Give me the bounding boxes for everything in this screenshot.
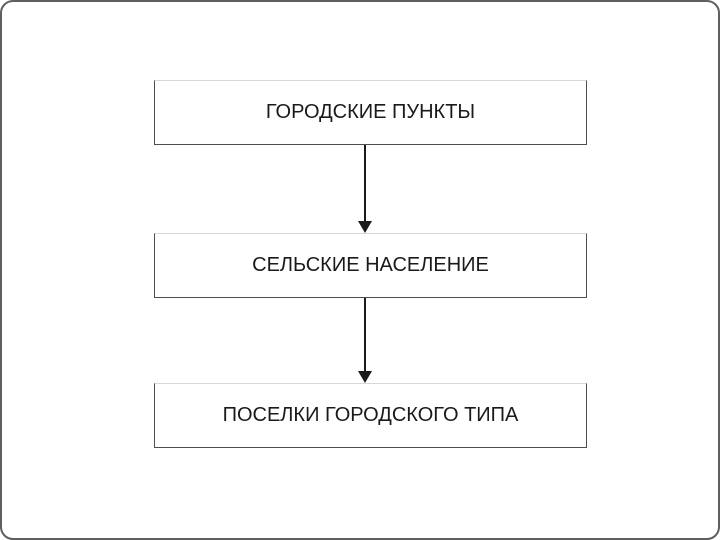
connector-arrow-2 [358, 298, 372, 383]
flow-node-rural-population: СЕЛЬСКИЕ НАСЕЛЕНИЕ [154, 233, 587, 298]
arrow-down-icon [358, 221, 372, 233]
arrow-down-icon [358, 371, 372, 383]
flow-node-label-urban-points: ГОРОДСКИЕ ПУНКТЫ [265, 101, 476, 123]
flow-node-label-urban-type-settlements: ПОСЕЛКИ ГОРОДСКОГО ТИПА [222, 404, 519, 426]
flow-node-label-rural-population: СЕЛЬСКИЕ НАСЕЛЕНИЕ [252, 254, 489, 276]
connector-arrow-1 [358, 145, 372, 233]
connector-line [364, 145, 366, 221]
connector-line [364, 298, 366, 371]
flow-node-urban-points: ГОРОДСКИЕ ПУНКТЫ [154, 80, 587, 145]
flow-node-urban-type-settlements: ПОСЕЛКИ ГОРОДСКОГО ТИПА [154, 383, 587, 448]
